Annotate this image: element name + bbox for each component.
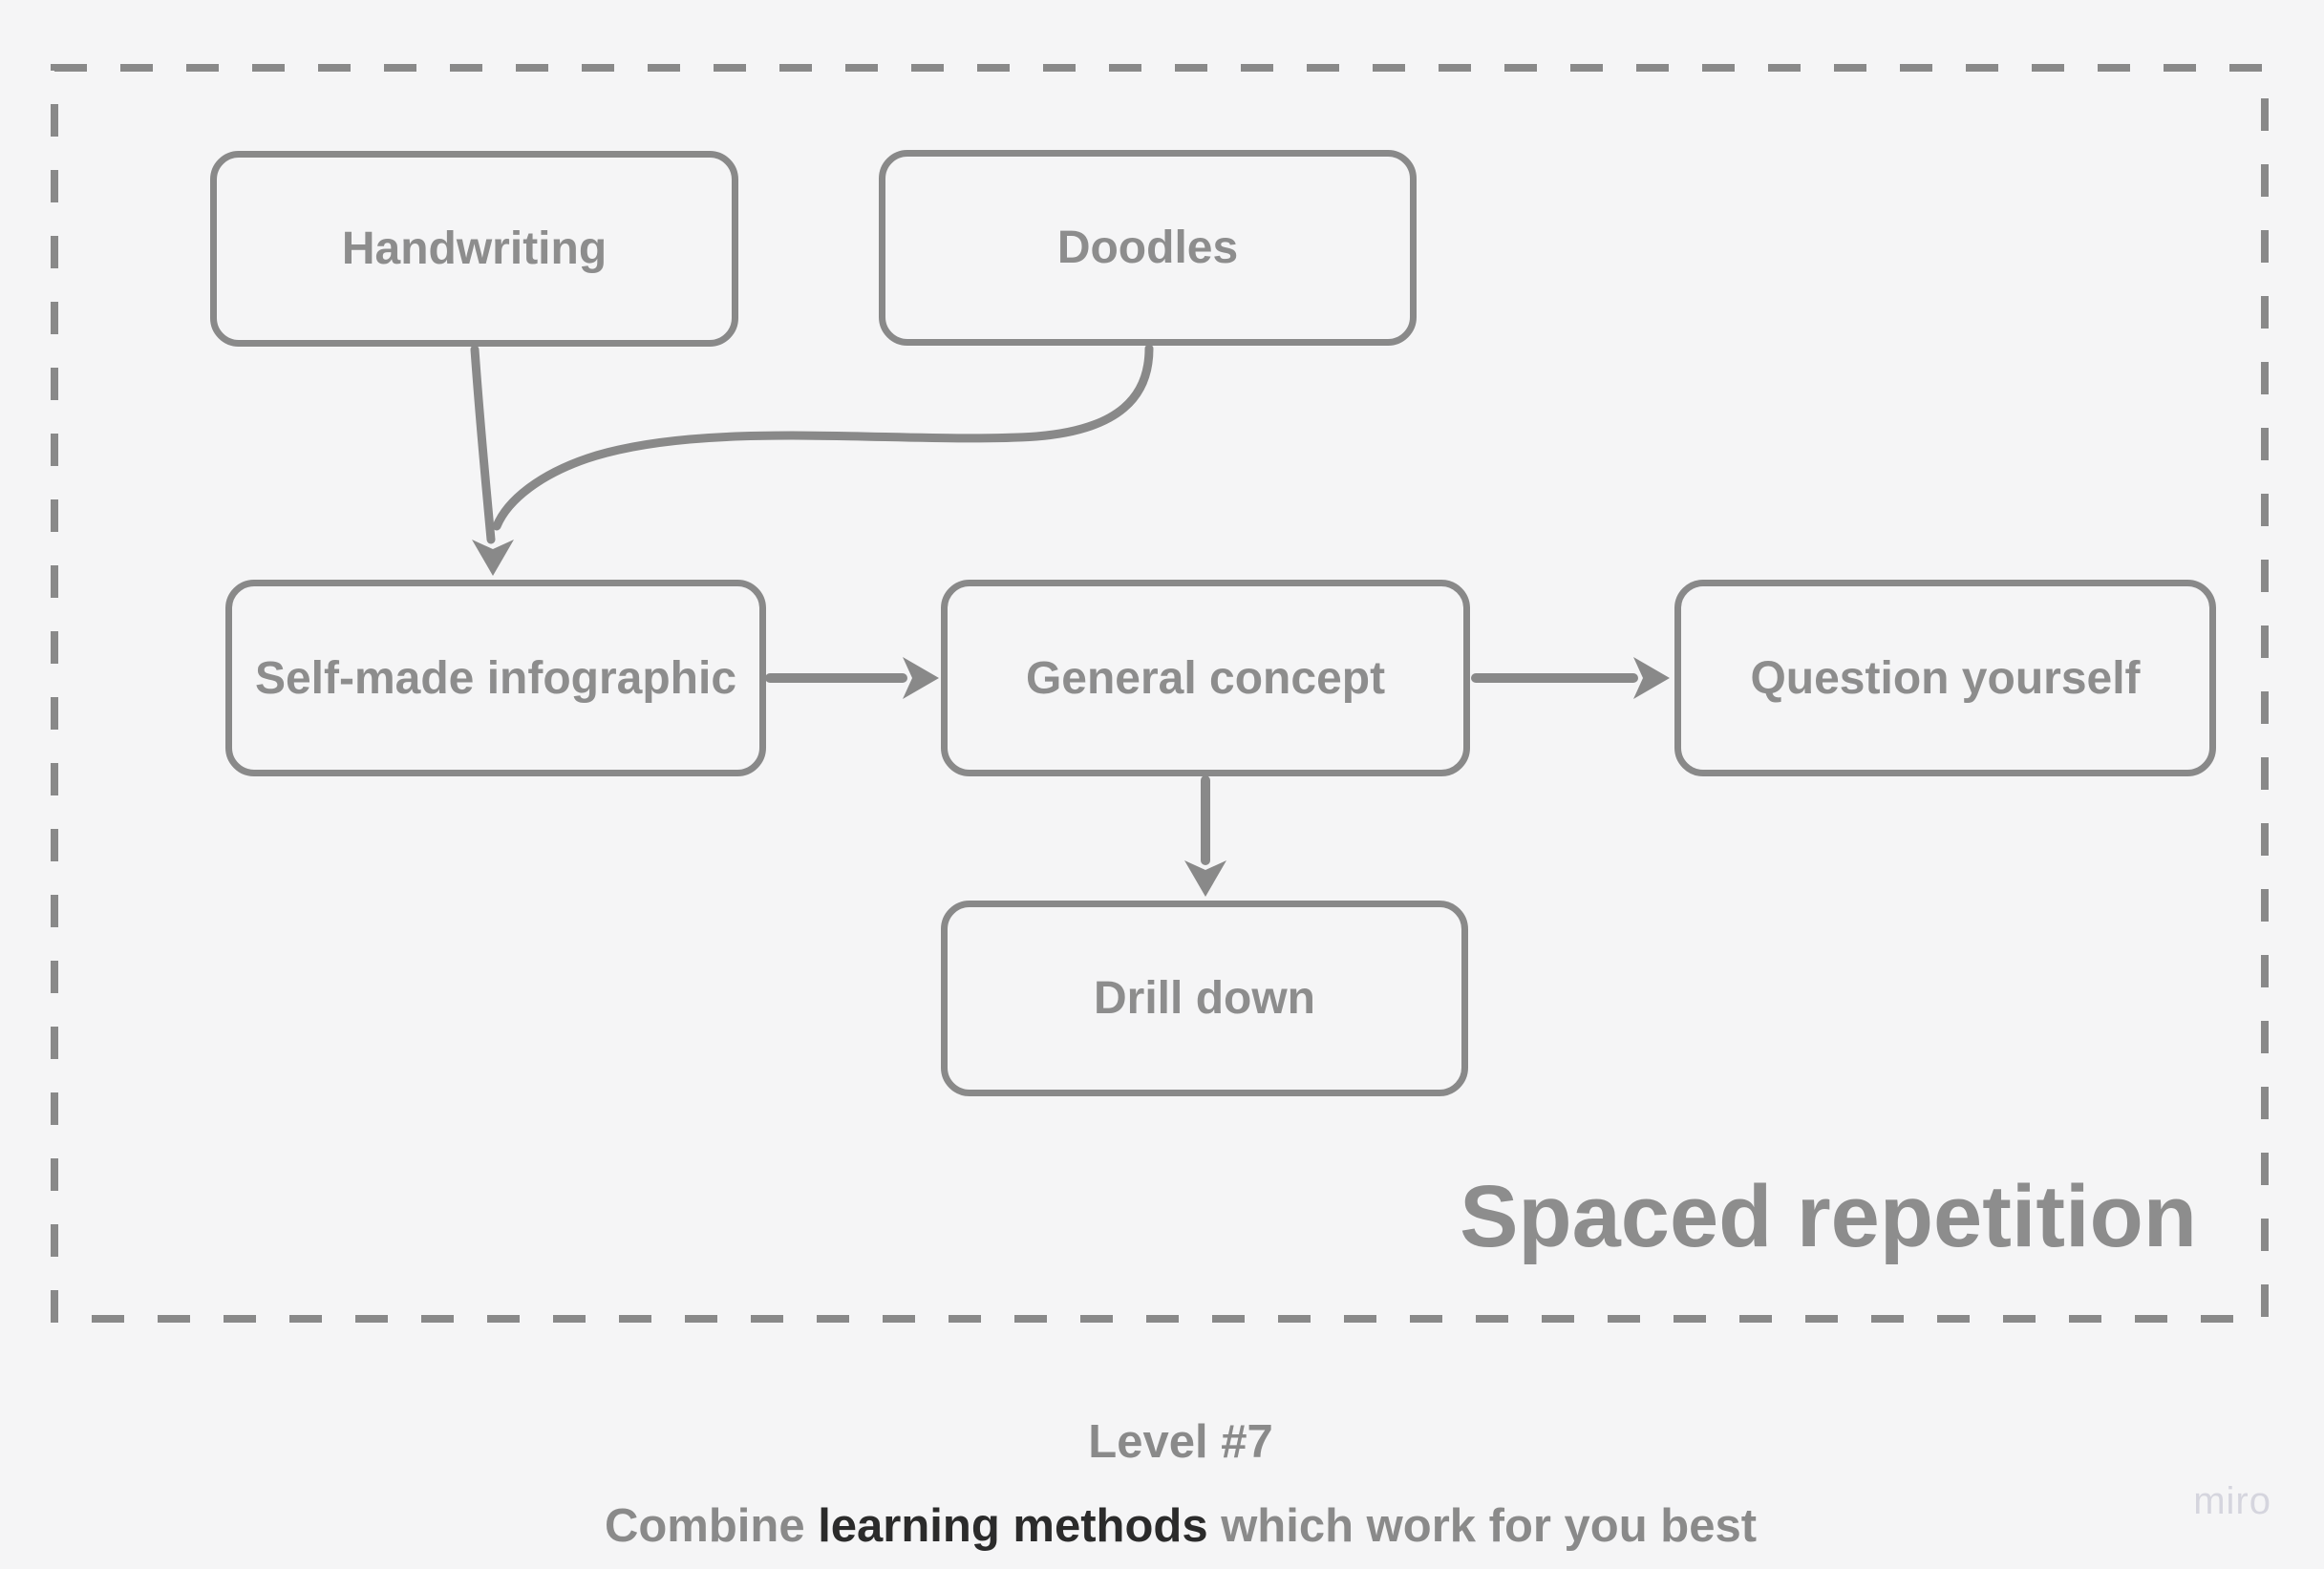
footer-description: Combine learning methods which work for … xyxy=(592,1484,1769,1568)
footer-level-label: Level #7 xyxy=(1088,1416,1273,1468)
node-self-made-infographic[interactable]: Self-made infographic xyxy=(225,580,766,776)
arrowhead-down-selfmade xyxy=(472,540,514,576)
node-doodles[interactable]: Doodles xyxy=(879,150,1417,346)
edge-doodles-to-selfmade xyxy=(492,344,1154,531)
footer-description-emphasis: learning methods xyxy=(818,1500,1208,1552)
dashed-frame xyxy=(51,64,2269,1323)
node-handwriting[interactable]: Handwriting xyxy=(210,151,738,347)
footer-description-prefix: Combine xyxy=(604,1500,819,1552)
node-drill-down[interactable]: Drill down xyxy=(941,901,1468,1096)
edge-general-to-question xyxy=(1471,657,1670,699)
miro-watermark: miro xyxy=(2193,1480,2271,1522)
edge-general-to-drill xyxy=(1184,775,1226,897)
arrowhead-right-general xyxy=(903,657,939,699)
edge-selfmade-to-general xyxy=(765,657,939,699)
node-question-yourself[interactable]: Question yourself xyxy=(1674,580,2216,776)
node-general-concept[interactable]: General concept xyxy=(941,580,1470,776)
footer-description-suffix: which work for you best xyxy=(1207,1500,1758,1552)
footer-caption: Level #7 Combine learning methods which … xyxy=(592,1400,1769,1568)
board-title: Spaced repetition xyxy=(1460,1168,2197,1265)
arrowhead-right-question xyxy=(1633,657,1670,699)
arrowhead-down-drill xyxy=(1184,860,1226,897)
edge-handwriting-to-selfmade xyxy=(470,345,514,576)
